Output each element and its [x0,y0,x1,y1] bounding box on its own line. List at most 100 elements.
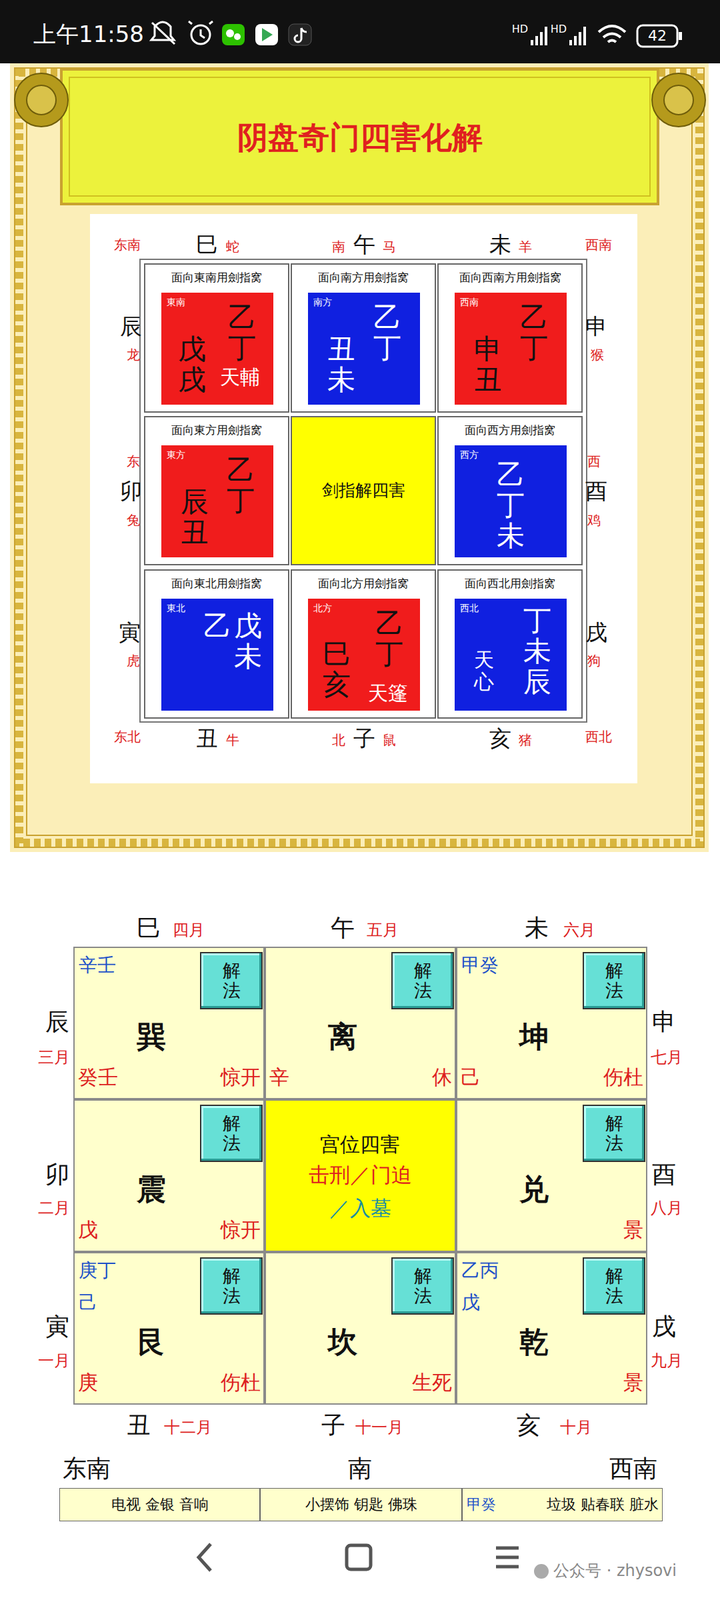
direction-label: 卯 [120,478,142,504]
method-button: 解法 [582,952,646,1010]
nav-bar [0,1522,720,1600]
direction-label: 亥 [516,1411,541,1439]
node-text: 宫位四害 [320,1133,400,1157]
direction-label: 鸡 [587,512,601,528]
node-text: 解法 [605,1266,624,1306]
direction-label: 一月 [38,1352,70,1371]
wifi-icon [598,26,626,42]
banner-ornament [14,73,706,127]
node-text: 解法 [414,960,432,1000]
direction-label: 酉 [652,1160,676,1188]
direction-label: 蛇 [226,239,240,255]
palace-cell: 乙丙 戊乾景 解法 [456,1252,648,1405]
app-icon [222,24,245,46]
direction-label: 卯 [45,1160,70,1188]
direction-label: 巳 [136,914,161,942]
palace-cell: 庚丁 己艮庚伤杜解法 [73,1252,265,1405]
node-text: 乙丁 [373,302,402,364]
node-text: 坎 [328,1325,358,1360]
node-text: 辛壬 [78,954,116,976]
node-text: 南方 [313,296,332,308]
direction-cell: 面向東方用劍指窝東方乙丁辰丑 [144,416,290,566]
node-text: 天篷 [368,682,408,706]
node-text: 解法 [222,1113,241,1153]
direction-label: 三月 [38,1048,70,1068]
direction-label: 七月 [650,1048,683,1068]
direction-cell: 面向南方用劍指窝南方乙丁丑未 [290,263,436,413]
node-text: 垃圾 贴春联 脏水 [546,1496,659,1513]
direction-label: 北 [332,732,346,748]
direction-label: 戌 [652,1312,676,1340]
center-box: 宫位四害击刑／门迫／入墓 [264,1099,456,1252]
method-button: 解法 [391,1257,454,1315]
node-text: 辰丑 [180,486,209,548]
direction-label: 十二月 [164,1418,212,1438]
table-cell: 小摆饰 钥匙 佛珠 [260,1488,462,1522]
node-text: 戊戌 [178,334,206,396]
direction-label: 西北 [585,729,612,745]
node-text: 面向南方用劍指窝 [318,271,409,285]
direction-label: 龙 [126,347,140,363]
node-text: 乙丁 [226,454,255,516]
method-button: 解法 [582,1104,646,1162]
direction-label: 牛 [226,732,240,748]
status-text: HD [550,23,567,36]
node-text: 巳亥 [322,638,351,700]
page-title: 阴盘奇门四害化解 [237,117,483,159]
node-text: 解法 [605,1113,624,1153]
direction-label: 戌 [585,620,608,646]
grid-frame [140,259,587,722]
node-text: 東南 [166,296,186,308]
node-text: 惊开 [220,1218,261,1242]
battery-icon [637,25,678,47]
node-text: 天心 [474,648,494,693]
direction-label: 午 [330,914,355,942]
node-text: 解法 [414,1266,432,1306]
method-button: 解法 [200,952,263,1010]
node-text: 乙丙 戊 [461,1254,503,1318]
direction-label: 东南 [114,237,141,253]
direction-label: 丑 [196,726,218,752]
direction-label: 酉 [585,478,608,504]
direction-label: 辰 [120,314,142,340]
status-bar [0,0,720,64]
node-text: 景 [623,1371,644,1395]
direction-square: 西南乙丁申丑 [454,292,567,405]
node-text: 甲癸 [466,1496,496,1513]
node-text: 戊 [78,1218,98,1242]
direction-label: 东南 [62,1454,111,1482]
direction-cell: 面向北方用劍指窝北方乙丁巳亥天篷 [290,569,436,719]
status-text: 上午11:58 [33,21,144,48]
table-cell: 甲癸 垃圾 贴春联 脏水 [462,1488,663,1522]
direction-label: 亥 [489,726,512,752]
node-text: 休 [432,1066,452,1090]
method-button: 解法 [200,1104,263,1162]
panel [10,63,709,852]
direction-label: 马 [382,239,396,255]
node-text: 乙 [203,610,232,642]
node-text: 面向東南用劍指窝 [171,271,262,285]
direction-cell: 面向東北用劍指窝東北乙戊未 [144,569,290,719]
direction-square: 西北丁未辰天心 [454,598,567,711]
app-icon [255,24,278,46]
nav-icons [198,1544,519,1571]
direction-cell: 面向東南用劍指窝東南乙丁戊戌天輔 [144,263,290,413]
status-icons [151,21,213,44]
node-text: 伤杜 [220,1371,261,1395]
node-text: 生死 [412,1371,452,1395]
node-text: 丑未 [327,334,356,396]
title-banner [61,69,658,204]
node-text: 乾 [519,1325,549,1360]
node-text: 解法 [222,1266,241,1306]
node-text: 剑指解四害 [322,481,406,501]
direction-label: 午 [353,232,376,258]
node-text: 伤杜 [603,1066,644,1090]
direction-label: 辰 [45,1008,70,1036]
node-text: 乙丁 [520,302,548,364]
direction-label: 猪 [518,732,532,748]
direction-label: 寅 [45,1312,70,1340]
direction-label: 五月 [366,921,399,940]
node-text: 巽 [136,1020,166,1054]
direction-label: 东北 [114,729,141,745]
node-text: 癸壬 [78,1066,118,1090]
